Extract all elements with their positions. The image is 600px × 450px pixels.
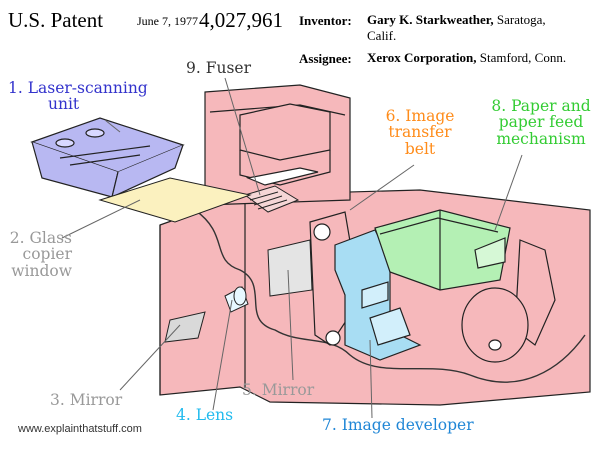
- leader-lines: [61, 77, 523, 419]
- label-image-transfer-belt: 6. Image transfer belt: [385, 107, 455, 158]
- inventor-place-2: Calif.: [367, 28, 397, 43]
- mirror-3: [164, 311, 206, 343]
- label-mirror-3: 3. Mirror: [50, 391, 123, 409]
- patent-date: June 7, 1977: [137, 14, 198, 28]
- inventor-line: Gary K. Starkweather, Saratoga,: [367, 12, 546, 28]
- label-image-developer: 7. Image developer: [322, 416, 474, 434]
- label-lens: 4. Lens: [176, 406, 234, 424]
- inventor-place: Saratoga,: [493, 12, 546, 27]
- assignee-line: Xerox Corporation, Stamford, Conn.: [367, 50, 566, 66]
- paper-feed-mechanism: [374, 209, 511, 291]
- laser-scanning-unit: [30, 117, 185, 199]
- label-paper-feed: 8. Paper and paper feed mechanism: [491, 97, 591, 148]
- patent-title: U.S. Patent: [8, 8, 104, 32]
- inventor-label: Inventor:: [299, 13, 352, 28]
- watermark: www.explainthatstuff.com: [18, 423, 142, 435]
- mirror-5: [267, 239, 313, 297]
- paper-drum: [461, 239, 556, 363]
- patent-number: 4,027,961: [199, 8, 283, 32]
- assignee-label: Assignee:: [299, 51, 352, 66]
- label-mirror-5: 5. Mirror: [242, 381, 315, 399]
- label-laser-scanning-unit: 1. Laser-scanning unit: [8, 79, 148, 114]
- image-developer: [334, 229, 422, 361]
- label-glass-window: 2. Glass copier window: [9, 229, 72, 280]
- label-fuser: 9. Fuser: [186, 59, 251, 77]
- inventor-name: Gary K. Starkweather,: [367, 12, 494, 27]
- glass-window: [98, 177, 252, 223]
- fuser-rollers: [243, 185, 300, 213]
- assignee-name: Xerox Corporation,: [367, 50, 477, 65]
- assignee-place: Stamford, Conn.: [476, 50, 567, 65]
- top-housing: [239, 103, 331, 186]
